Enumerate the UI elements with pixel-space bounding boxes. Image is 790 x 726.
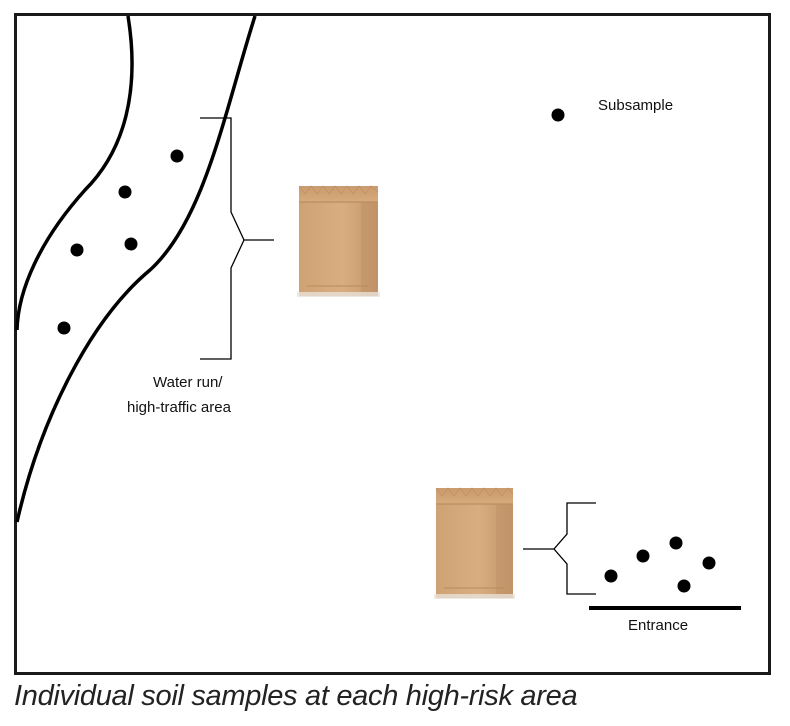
water-run-left-boundary: [15, 15, 134, 331]
subsample-dot: [118, 185, 132, 199]
legend-subsample-dot: [551, 108, 565, 122]
subsample-dot: [677, 579, 691, 593]
paper-bag-icon: [297, 185, 380, 297]
subsample-dot: [70, 243, 84, 257]
water-run-label-line2: high-traffic area: [127, 399, 232, 416]
subsample-dot: [702, 556, 716, 570]
subsample-dot: [669, 536, 683, 550]
subsample-dot: [57, 321, 71, 335]
legend-subsample-label: Subsample: [598, 97, 673, 114]
figure-caption: Individual soil samples at each high-ris…: [14, 680, 578, 712]
water-run-bracket: [200, 117, 274, 360]
water-run-subsamples: [57, 149, 184, 335]
paper-bag-icon: [434, 487, 515, 599]
entrance-bracket: [523, 502, 596, 595]
subsample-dot: [636, 549, 650, 563]
diagram-frame: [14, 13, 771, 675]
subsample-dot: [170, 149, 184, 163]
subsample-dot: [124, 237, 138, 251]
water-run-right-boundary: [15, 15, 257, 523]
subsample-dot: [604, 569, 618, 583]
entrance-subsamples: [604, 536, 716, 593]
entrance-label: Entrance: [628, 617, 688, 634]
water-run-label-line1: Water run/: [153, 374, 223, 391]
